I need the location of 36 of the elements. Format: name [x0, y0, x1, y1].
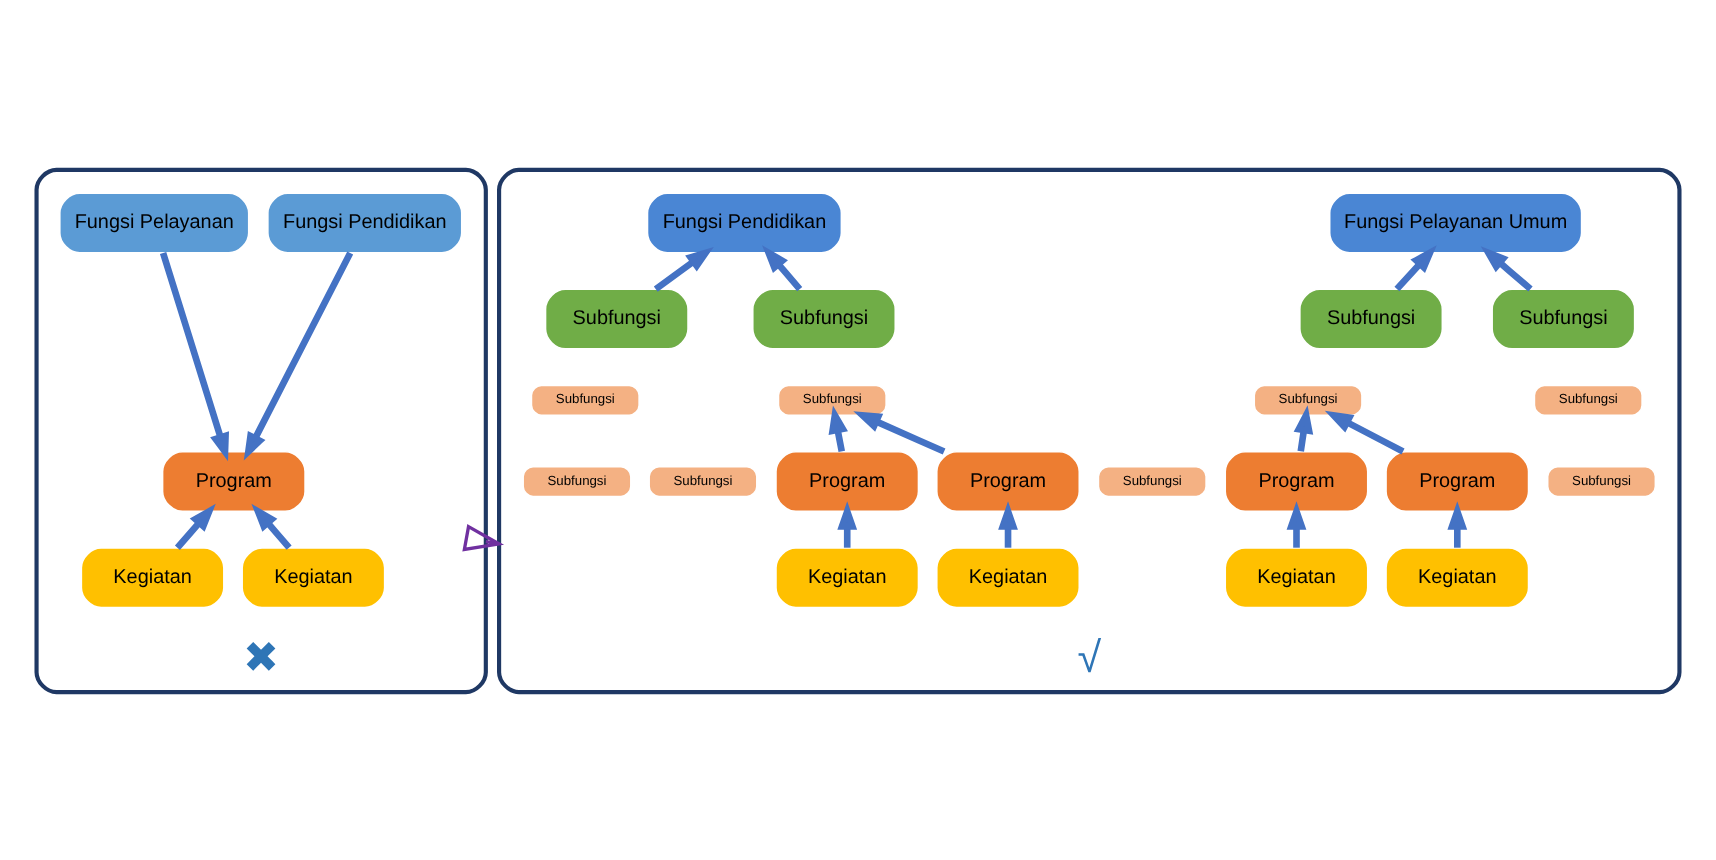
arrow [1293, 404, 1314, 451]
node-box: Subfungsi [751, 287, 897, 349]
arrow [1447, 500, 1468, 547]
arrow [243, 250, 354, 460]
node-box: Subfungsi [1491, 287, 1636, 349]
arrow [653, 245, 714, 291]
node-box: Program [1385, 449, 1530, 512]
arrow [1324, 409, 1405, 454]
node-box: Program [775, 449, 920, 512]
arrow [462, 523, 505, 551]
node-box: Kegiatan [1224, 546, 1369, 608]
node-box: Subfungsi [1299, 287, 1444, 349]
node-box: Program [161, 449, 306, 512]
arrow [174, 502, 216, 549]
arrow [828, 404, 848, 451]
node-box: Kegiatan [80, 546, 225, 608]
node-box: Fungsi Pelayanan [58, 191, 250, 253]
node-box: Kegiatan [241, 546, 386, 608]
arrow [1480, 245, 1533, 291]
node-box: Program [1224, 449, 1369, 512]
node-box: Kegiatan [775, 546, 920, 608]
node-box: Subfungsi [544, 287, 689, 349]
arrow [1286, 500, 1307, 547]
node-box: Program [935, 449, 1081, 512]
arrow [853, 410, 946, 454]
node-box: Fungsi Pendidikan [267, 191, 463, 253]
node-box: Kegiatan [935, 546, 1081, 608]
arrow [251, 502, 292, 549]
node-box: Fungsi Pendidikan [646, 191, 843, 253]
arrow [837, 500, 858, 547]
arrow [762, 244, 803, 291]
node-box: Fungsi Pelayanan Umum [1328, 191, 1583, 253]
arrow [159, 251, 230, 461]
arrow [1394, 244, 1437, 291]
arrow [998, 500, 1018, 547]
node-box: Kegiatan [1385, 546, 1530, 608]
